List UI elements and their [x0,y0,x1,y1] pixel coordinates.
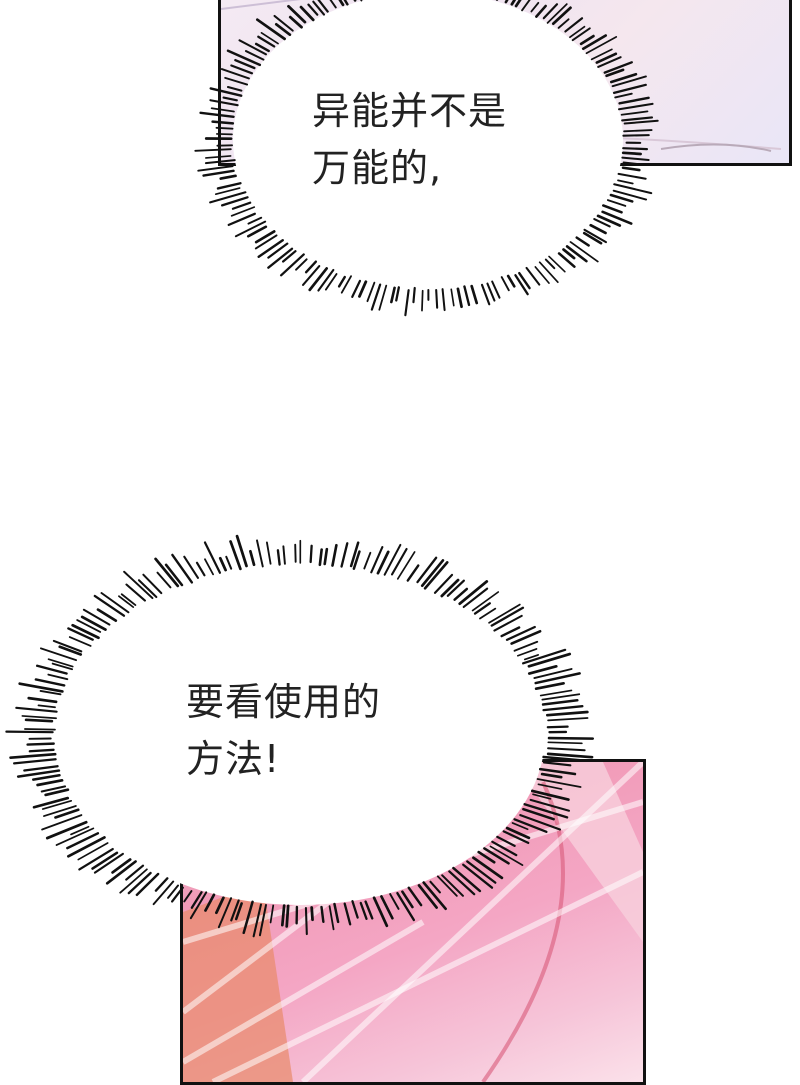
bubble-spike [548,742,582,743]
bubble-spike [29,698,56,702]
bubble-spike [320,550,322,565]
bubble-spike [16,708,56,712]
bubble-spike [226,557,231,569]
speech-line: 方法! [186,731,381,788]
bubble-spike [192,892,202,908]
bubble-spike [156,878,167,890]
bubble-spike [205,542,220,572]
bubble-spike [518,649,537,656]
bubble-spike [25,729,55,730]
bubble-spike [287,906,288,927]
bubble-spike [126,585,144,601]
bubble-spike [283,546,285,563]
bubble-spike [48,675,67,680]
bubble-spike [475,603,490,613]
bubble-spike [548,727,568,728]
bubble-spike [507,627,535,640]
bubble-spike [543,700,577,704]
bubble-spike [143,575,161,593]
bubble-spike [278,550,280,564]
bubble-spike [352,901,357,917]
bubble-spike [312,907,313,919]
bubble-spike [385,545,401,575]
bubble-spike [67,833,98,848]
speech-bubble-1-text: 异能并不是 万能的, [312,83,507,197]
bubble-spike [28,744,54,745]
bubble-spike [271,905,274,922]
bubble-spike [244,902,253,933]
bubble-spike [216,898,223,913]
bubble-spike [68,837,104,856]
bubble-spike [6,732,52,733]
bubble-spike [480,609,495,619]
bubble-spike [154,882,174,905]
bubble-spike [311,546,312,562]
bubble-spike [84,610,110,625]
bubble-spike [113,860,131,873]
bubble-spike [22,716,56,718]
bubble-spike [408,566,418,581]
bubble-spike [33,775,59,779]
bubble-spike [538,784,561,789]
bubble-spike [392,549,407,574]
bubble-spike [332,545,336,565]
bubble-spike [497,837,514,846]
bubble-spike [542,774,561,777]
bubble-spike [548,748,585,750]
bubble-spike [520,815,560,829]
bubble-spike [205,559,213,574]
bubble-spike [544,706,583,710]
bubble-spike [548,718,588,720]
bubble-spike [544,762,570,765]
bubble-spike [257,540,263,566]
bubble-spike [547,712,587,715]
bubble-spike [53,664,72,670]
bubble-spike [507,828,529,838]
bubble-spike [342,543,348,566]
bubble-spike [330,906,334,929]
bubble-spike [197,563,205,576]
bubble-spike [14,759,56,763]
bubble-spike [544,757,582,760]
bubble-spike [536,673,580,683]
bubble-spike [78,843,107,860]
bubble-spike [38,780,62,785]
bubble-spike [322,907,324,922]
bubble-spike [184,891,191,901]
bubble-spike [549,738,593,739]
bubble-spike [282,906,284,926]
bubble-spike [334,904,338,922]
speech-bubble-2-text: 要看使用的 方法! [186,674,381,788]
bubble-spike [361,903,367,919]
bubble-spike [364,553,370,569]
bubble-spike [267,542,271,563]
speech-line: 万能的, [312,140,507,197]
bubble-spike [325,549,327,564]
bubble-spike [11,754,56,758]
bubble-spike [529,666,556,673]
bubble-spike [541,690,572,695]
bubble-spike [390,894,398,909]
bubble-spike [250,551,254,564]
speech-line: 要看使用的 [186,674,381,731]
bubble-spike [36,679,64,685]
bubble-spike [24,766,57,770]
speech-line: 异能并不是 [312,83,507,140]
bubble-spike [220,558,225,570]
bubble-spike [39,705,55,707]
bubble-spike [345,904,350,925]
bubble-spike [30,750,54,751]
bubble-spike [536,683,563,688]
bubble-spike [205,895,213,911]
bubble-spike [26,720,52,721]
bubble-spike [306,908,307,934]
